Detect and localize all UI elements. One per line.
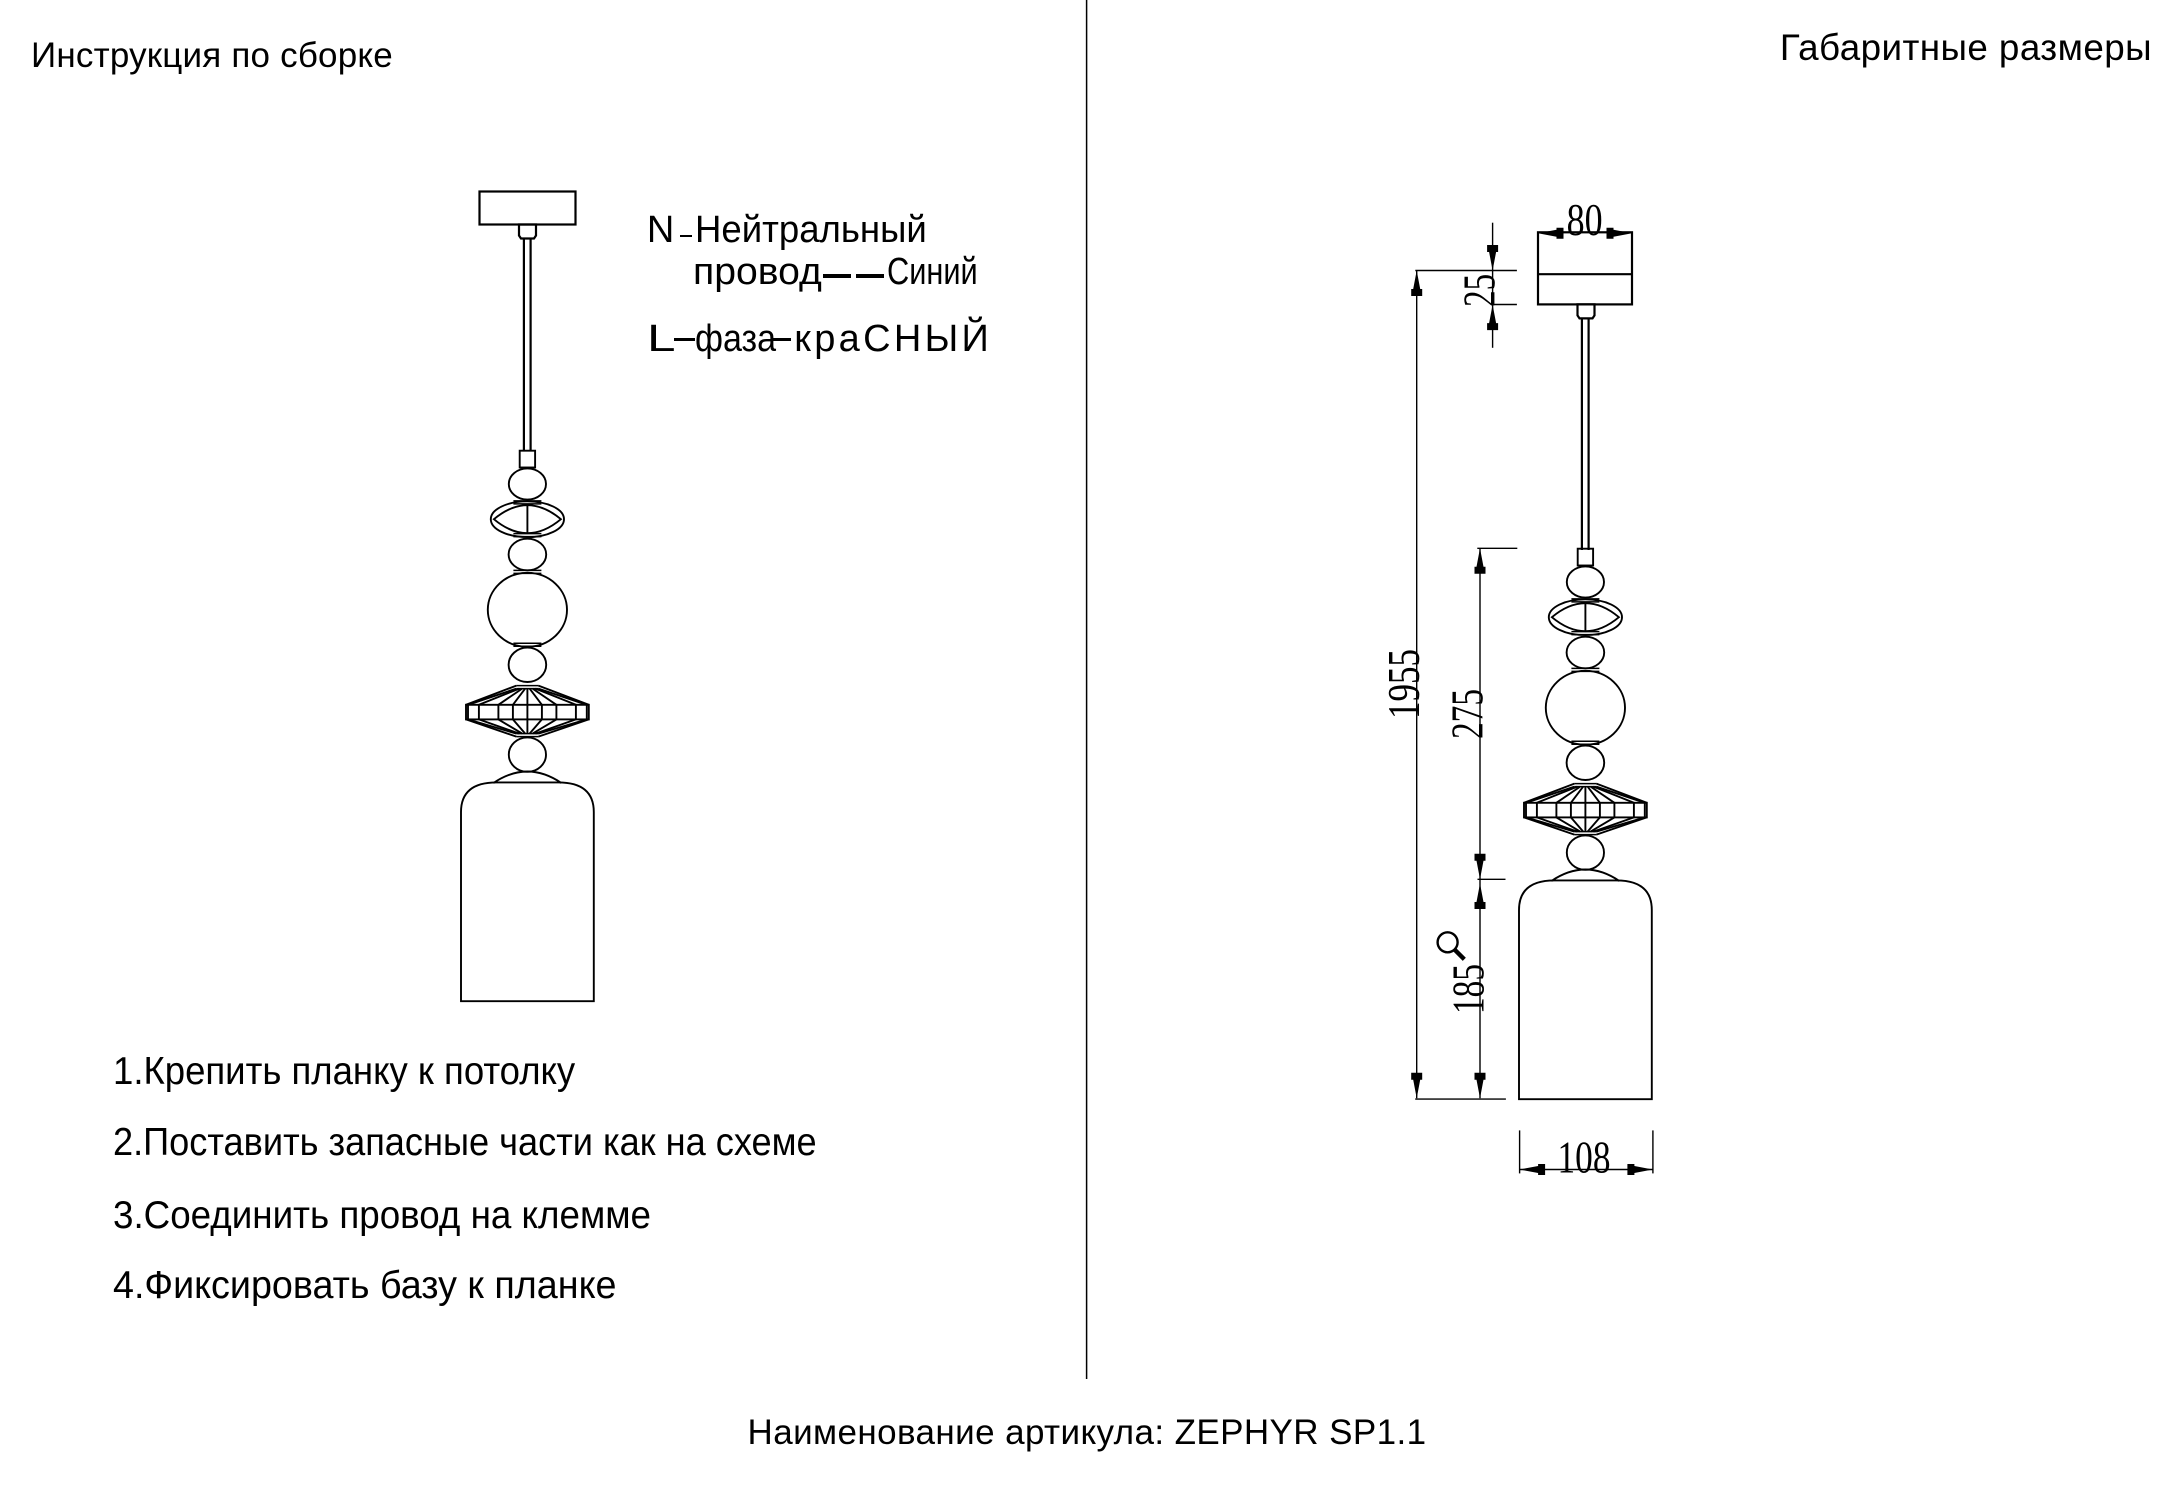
svg-text:80: 80 (1567, 195, 1603, 245)
svg-text:25: 25 (1455, 274, 1505, 307)
svg-text:108: 108 (1558, 1133, 1611, 1183)
svg-text:1955: 1955 (1379, 649, 1429, 719)
svg-text:275: 275 (1442, 689, 1492, 739)
svg-text:185: 185 (1443, 964, 1493, 1014)
